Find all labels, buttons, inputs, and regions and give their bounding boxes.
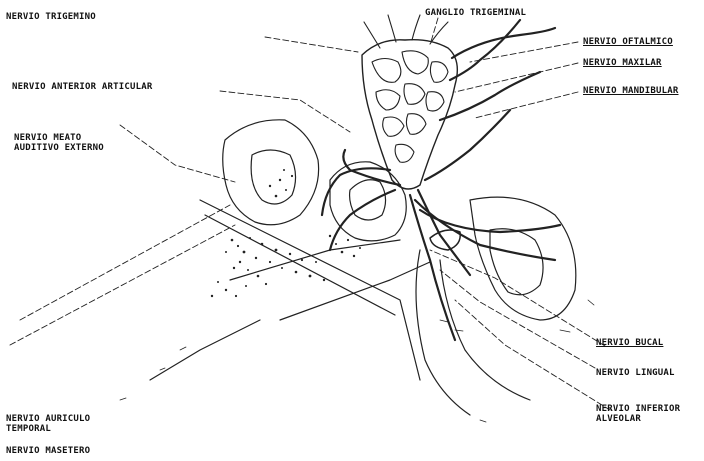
label-nervio-auriculo-line2: TEMPORAL xyxy=(6,424,51,434)
label-nervio-mandibular: NERVIO MANDIBULAR xyxy=(583,86,679,96)
stipple-shading xyxy=(211,169,361,297)
label-nervio-bucal: NERVIO BUCAL xyxy=(596,338,663,348)
label-nervio-masetero: NERVIO MASETERO xyxy=(6,446,90,456)
label-nervio-oftalmico: NERVIO OFTALMICO xyxy=(583,37,673,47)
ganglion xyxy=(362,15,457,189)
label-nervio-auriculo-line1: NERVIO AURICULO xyxy=(6,414,90,424)
label-nervio-lingual: NERVIO LINGUAL xyxy=(596,368,675,378)
label-nervio-trigemino: NERVIO TRIGEMINO xyxy=(6,12,96,22)
sketch-marks xyxy=(120,300,594,422)
label-nervio-anterior-articular: NERVIO ANTERIOR ARTICULAR xyxy=(12,82,152,92)
label-nervio-inferior-alveolar-line2: ALVEOLAR xyxy=(596,414,641,424)
label-nervio-meato-line1: NERVIO MEATO xyxy=(14,133,81,143)
label-nervio-meato-line2: AUDITIVO EXTERNO xyxy=(14,143,104,153)
label-ganglio-trigeminal: GANGLIO TRIGEMINAL xyxy=(425,8,526,18)
label-nervio-maxilar: NERVIO MAXILAR xyxy=(583,58,662,68)
leader-lines xyxy=(10,18,610,410)
bone-outlines xyxy=(150,120,576,415)
label-nervio-inferior-alveolar-line1: NERVIO INFERIOR xyxy=(596,404,680,414)
